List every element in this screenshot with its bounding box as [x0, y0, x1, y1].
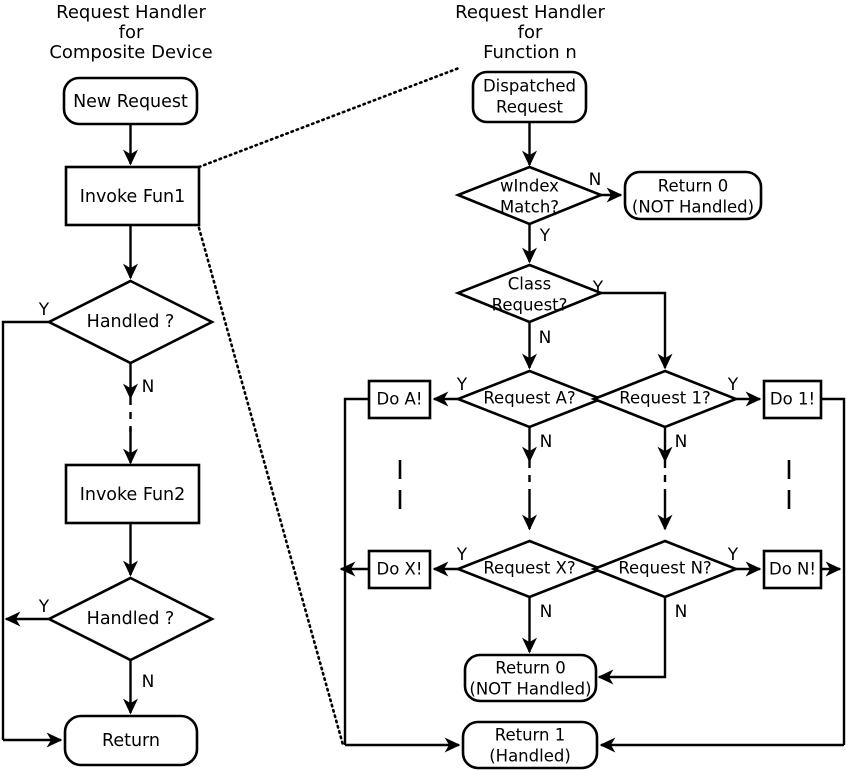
node-request-a[interactable]: Request A? — [454, 369, 605, 429]
return1-shape — [461, 720, 599, 770]
edge-request-n-no-to-return0-bottom — [597, 597, 667, 685]
panel-title-function-n: Request Handler for Function n — [455, 2, 605, 63]
do-n-label: Do N! — [769, 560, 816, 579]
return1-label-1: Return 1 — [495, 726, 566, 745]
node-handled-2[interactable]: Handled ? — [46, 576, 215, 662]
class-request-label-1: Class — [508, 275, 551, 294]
edge-class-yes-to-request-1 — [601, 291, 673, 370]
return-left-label: Return — [102, 731, 160, 751]
node-do-1[interactable]: Do 1! — [762, 379, 823, 420]
node-windex-match[interactable]: wIndex Match? — [454, 165, 605, 226]
node-class-request[interactable]: Class Request? — [454, 263, 605, 324]
windex-match-label-2: Match? — [500, 198, 559, 217]
node-do-x[interactable]: Do X! — [367, 549, 432, 590]
return0-top-shape — [623, 170, 763, 221]
dispatched-request-label-1: Dispatched — [483, 77, 576, 96]
edge-label-request-1-no: N — [675, 432, 688, 452]
request-1-label: Request 1? — [619, 389, 711, 408]
handled-2-label: Handled ? — [87, 609, 175, 629]
edge-label-request-a-yes: Y — [456, 375, 468, 395]
title-right-line2: for — [518, 22, 543, 43]
return0-top-label-1: Return 0 — [658, 177, 729, 196]
node-return-left[interactable]: Return — [63, 714, 199, 767]
invoke-fun2-shape — [64, 463, 201, 525]
invoke-fun1-shape — [64, 165, 201, 227]
return-left-shape — [63, 714, 199, 767]
node-return0-bottom[interactable]: Return 0 (NOT Handled) — [463, 653, 598, 703]
edge-do-1-to-right-rail — [821, 397, 846, 745]
node-do-n[interactable]: Do N! — [762, 549, 823, 590]
node-request-n[interactable]: Request N? — [590, 539, 740, 599]
node-return0-top[interactable]: Return 0 (NOT Handled) — [623, 170, 763, 221]
request-n-label: Request N? — [618, 559, 711, 578]
handled-1-label: Handled ? — [87, 312, 175, 332]
return0-bottom-label-1: Return 0 — [495, 659, 566, 678]
node-request-x[interactable]: Request X? — [454, 539, 605, 599]
edge-label-handled-1-yes: Y — [38, 300, 50, 320]
return0-bottom-shape — [463, 653, 598, 703]
edge-label-request-x-no: N — [540, 602, 553, 622]
do-x-shape — [367, 549, 432, 590]
title-right-line3: Function n — [483, 42, 577, 63]
edge-label-class-yes: Y — [592, 278, 604, 298]
edge-label-windex-yes: Y — [539, 226, 551, 246]
edge-label-handled-2-yes: Y — [38, 597, 50, 617]
title-left-line1: Request Handler — [56, 2, 206, 23]
windex-match-label-1: wIndex — [500, 177, 559, 196]
return0-top-label-2: (NOT Handled) — [632, 198, 754, 217]
title-right-line1: Request Handler — [455, 2, 605, 23]
edge-label-request-n-no: N — [675, 602, 688, 622]
node-new-request[interactable]: New Request — [62, 76, 199, 126]
edge-label-request-x-yes: Y — [456, 545, 468, 565]
return0-bottom-label-2: (NOT Handled) — [469, 680, 591, 699]
zoom-connector-top-line — [197, 66, 461, 169]
title-left-line3: Composite Device — [49, 42, 212, 63]
edge-label-handled-2-no: N — [142, 672, 155, 692]
invoke-fun1-label: Invoke Fun1 — [80, 187, 186, 207]
node-do-a[interactable]: Do A! — [367, 379, 432, 420]
edge-label-request-1-yes: Y — [727, 375, 739, 395]
edge-label-request-a-no: N — [540, 432, 553, 452]
edge-label-handled-1-no: N — [142, 377, 155, 397]
edge-label-request-n-yes: Y — [727, 545, 739, 565]
node-invoke-fun1[interactable]: Invoke Fun1 — [64, 165, 201, 227]
node-invoke-fun2[interactable]: Invoke Fun2 — [64, 463, 201, 525]
zoom-connector-bottom-line — [197, 226, 345, 747]
request-x-label: Request X? — [483, 559, 575, 578]
edge-label-windex-no: N — [589, 170, 602, 190]
node-request-1[interactable]: Request 1? — [590, 369, 740, 429]
title-left-line2: for — [119, 22, 144, 43]
class-request-label-2: Request? — [492, 296, 568, 315]
node-return1[interactable]: Return 1 (Handled) — [461, 720, 599, 770]
do-x-label: Do X! — [377, 560, 423, 579]
dispatched-request-label-2: Request — [496, 98, 564, 117]
do-a-label: Do A! — [377, 390, 423, 409]
edge-do-a-to-left-rail — [343, 397, 369, 745]
return1-label-2: (Handled) — [489, 747, 571, 766]
edge-label-class-no: N — [539, 328, 552, 348]
panel-title-composite: Request Handler for Composite Device — [49, 2, 212, 63]
new-request-label: New Request — [73, 92, 188, 112]
do-1-label: Do 1! — [770, 390, 815, 409]
edge-handled-1-yes-rail — [1, 320, 49, 740]
node-handled-1[interactable]: Handled ? — [46, 279, 215, 365]
request-a-label: Request A? — [483, 389, 575, 408]
invoke-fun2-label: Invoke Fun2 — [80, 485, 186, 505]
node-dispatched-request[interactable]: Dispatched Request — [471, 70, 588, 124]
